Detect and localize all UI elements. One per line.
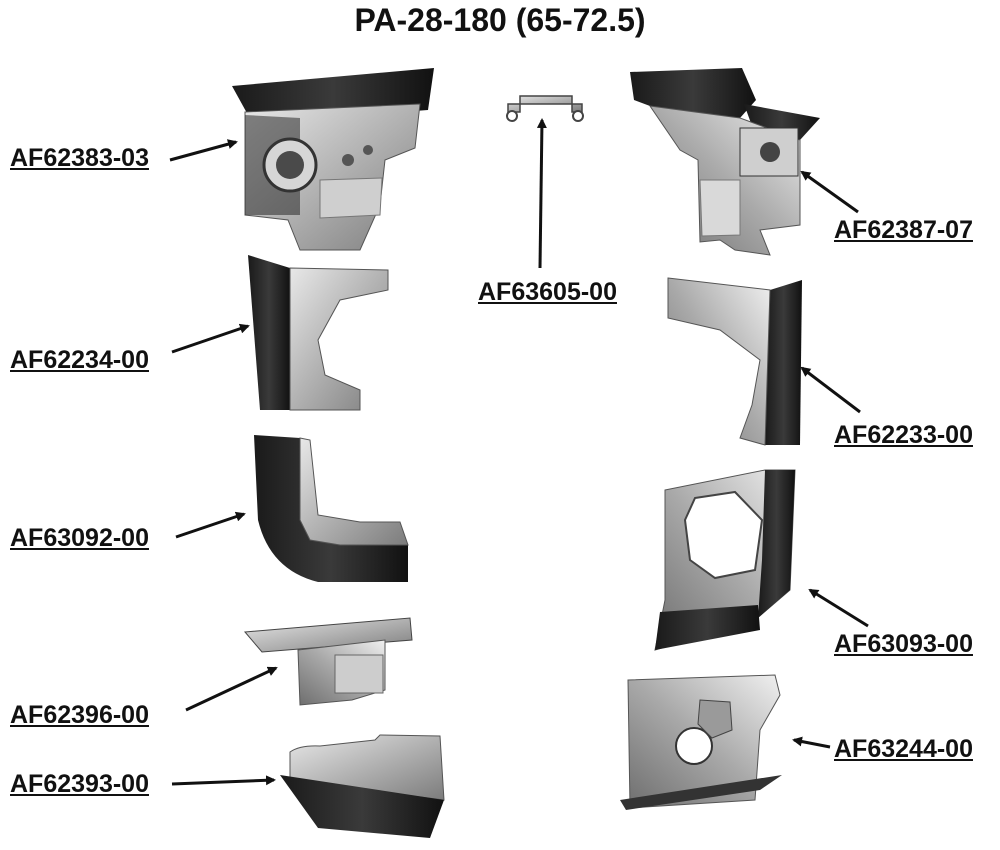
part-label-af62383-03: AF62383-03 — [10, 144, 149, 172]
part-af62393-00-image — [280, 734, 445, 838]
arrow-af63092-00 — [175, 511, 246, 539]
part-af62387-07-image — [630, 68, 820, 256]
arrow-af62393-00 — [171, 775, 276, 786]
part-label-af62233-00: AF62233-00 — [834, 421, 973, 449]
part-label-af63244-00: AF63244-00 — [834, 735, 973, 763]
arrow-af63244-00 — [792, 736, 831, 749]
part-label-af63092-00: AF63092-00 — [10, 524, 149, 552]
arrow-af62234-00 — [171, 323, 250, 354]
page-title: PA-28-180 (65-72.5) — [354, 2, 646, 38]
arrow-af62396-00 — [185, 666, 278, 712]
part-label-af62396-00: AF62396-00 — [10, 701, 149, 729]
part-label-af63093-00: AF63093-00 — [834, 630, 973, 658]
part-af63605-00-image — [506, 95, 584, 122]
part-label-af63605-00: AF63605-00 — [478, 278, 617, 306]
arrow-af63093-00 — [808, 588, 869, 628]
arrow-af63605-00 — [536, 118, 547, 269]
part-af63093-00-image — [654, 469, 796, 651]
part-af62396-00-image — [243, 617, 413, 706]
arrow-af62387-07 — [800, 170, 859, 214]
arrow-af62383-03 — [169, 139, 238, 162]
part-af63092-00-image — [254, 435, 409, 582]
arrow-af62233-00 — [800, 366, 861, 414]
part-af62233-00-image — [667, 277, 802, 446]
part-label-af62387-07: AF62387-07 — [834, 216, 973, 244]
part-af63244-00-image — [620, 674, 782, 810]
part-label-af62234-00: AF62234-00 — [10, 346, 149, 374]
part-label-af62393-00: AF62393-00 — [10, 770, 149, 798]
part-af62383-03-image — [232, 68, 434, 251]
part-af62234-00-image — [248, 255, 389, 411]
leader-arrows — [169, 118, 869, 786]
